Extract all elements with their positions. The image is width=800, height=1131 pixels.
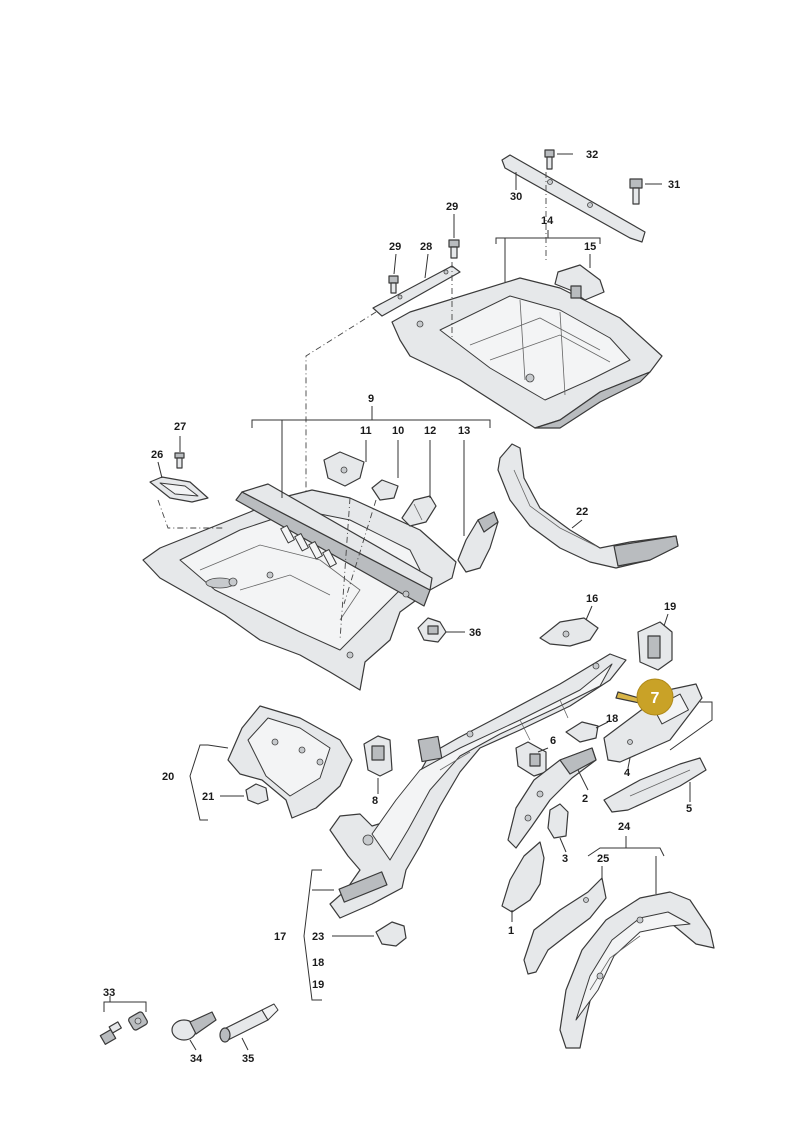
label-19-right: 19 (664, 601, 676, 613)
part-20-wheel-housing[interactable] (227, 705, 353, 819)
part-28-reinforcement[interactable] (372, 265, 461, 317)
badge-circle (636, 678, 674, 716)
label-5: 5 (686, 803, 692, 815)
part-6-bracket[interactable] (515, 741, 547, 777)
label-8: 8 (372, 795, 378, 807)
part-29-bolt-top[interactable] (448, 239, 460, 259)
label-30: 30 (510, 191, 522, 203)
part-11-bracket[interactable] (323, 451, 365, 487)
label-9: 9 (368, 393, 374, 405)
part-27-screw[interactable] (174, 452, 185, 469)
label-19-left: 19 (312, 979, 324, 991)
part-30-strap[interactable] (501, 154, 646, 243)
label-28: 28 (420, 241, 432, 253)
part-14-rear-floor-pan[interactable] (391, 277, 663, 429)
label-11: 11 (360, 425, 372, 437)
label-33: 33 (103, 987, 115, 999)
part-18-plate[interactable] (565, 721, 599, 743)
part-2-panel[interactable] (507, 747, 597, 849)
part-24-wheel-housing[interactable] (559, 891, 715, 1049)
part-5-panel[interactable] (603, 757, 707, 813)
label-22: 22 (576, 506, 588, 518)
part-29-bolt-left[interactable] (388, 275, 399, 294)
part-22-rear-panel[interactable] (497, 443, 679, 569)
label-25: 25 (597, 853, 609, 865)
label-27: 27 (174, 421, 186, 433)
part-23-plug[interactable] (375, 921, 407, 947)
label-17: 17 (274, 931, 286, 943)
part-8-bracket[interactable] (363, 735, 393, 777)
label-23: 23 (312, 931, 324, 943)
label-1: 1 (508, 925, 514, 937)
part-33-bolt[interactable] (99, 1021, 122, 1045)
badge-label: 7 (651, 690, 660, 707)
label-18-right: 18 (606, 713, 618, 725)
label-2: 2 (582, 793, 588, 805)
label-32: 32 (586, 149, 598, 161)
part-17-longitudinal-member[interactable] (329, 653, 627, 919)
part-13-panel[interactable] (457, 511, 499, 573)
label-6: 6 (550, 735, 556, 747)
label-29-top: 29 (446, 201, 458, 213)
part-1-panel[interactable] (501, 841, 545, 913)
label-12: 12 (424, 425, 436, 437)
part-19-bracket[interactable] (637, 621, 673, 671)
part-15-bracket[interactable] (554, 264, 605, 301)
label-4: 4 (624, 767, 631, 779)
part-33-nut[interactable] (128, 1011, 149, 1031)
part-3-bracket[interactable] (547, 803, 569, 839)
label-29-left: 29 (389, 241, 401, 253)
part-35-stud[interactable] (219, 1003, 279, 1043)
part-34-push-clip[interactable] (171, 1011, 217, 1041)
label-10: 10 (392, 425, 404, 437)
part-25-bracket[interactable] (523, 877, 607, 975)
part-12-bracket[interactable] (401, 495, 437, 527)
part-26-cover[interactable] (149, 476, 209, 503)
label-18-left: 18 (312, 957, 324, 969)
part-31-bolt[interactable] (629, 178, 643, 205)
label-24: 24 (618, 821, 631, 833)
part-36-clip[interactable] (417, 617, 447, 643)
part-16-bracket[interactable] (539, 617, 599, 647)
label-34: 34 (190, 1053, 203, 1065)
part-32-bolt[interactable] (544, 149, 555, 170)
label-31: 31 (668, 179, 680, 191)
label-13: 13 (458, 425, 470, 437)
label-36: 36 (469, 627, 481, 639)
label-14: 14 (541, 215, 554, 227)
part-9-crossmember[interactable] (235, 483, 433, 607)
label-26: 26 (151, 449, 163, 461)
label-15: 15 (584, 241, 596, 253)
label-21: 21 (202, 791, 214, 803)
label-35: 35 (242, 1053, 254, 1065)
part-10-clip[interactable] (371, 479, 399, 501)
part-21-clip[interactable] (245, 783, 269, 805)
label-3: 3 (562, 853, 568, 865)
label-20: 20 (162, 771, 174, 783)
label-16: 16 (586, 593, 598, 605)
highlight-part-7-badge[interactable]: 7 (615, 678, 674, 716)
